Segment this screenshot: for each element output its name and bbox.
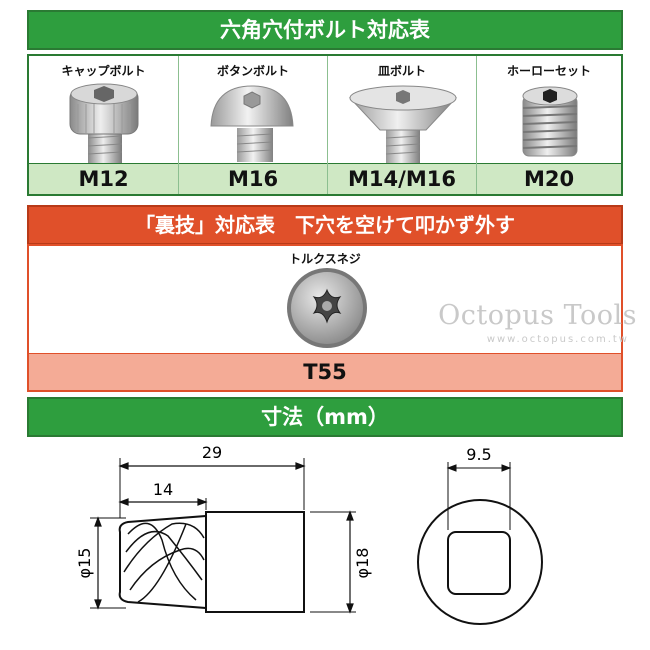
reverse-table-title: 「裏技」対応表 下穴を空けて叩かず外す bbox=[27, 205, 623, 245]
socket-body-outline bbox=[205, 511, 305, 613]
dimensions-title: 寸法（mm） bbox=[27, 397, 623, 437]
cell-name: 皿ボルト bbox=[377, 64, 426, 78]
compat-table-title: 六角穴付ボルト対応表 bbox=[27, 10, 623, 50]
set-screw-icon bbox=[522, 86, 578, 157]
dim-thread-dia: φ15 bbox=[75, 548, 94, 579]
dim-thread-length: 14 bbox=[153, 480, 173, 499]
dimensions-title-text: 寸法（mm） bbox=[261, 405, 389, 429]
torx-name: トルクスネジ bbox=[289, 252, 361, 266]
reverse-table: トルクスネジ Octopus Tools www.octopus.com.tw … bbox=[27, 244, 637, 392]
watermark-brand: Octopus Tools bbox=[438, 300, 637, 331]
cell-name: ホーローセット bbox=[506, 64, 591, 78]
cell-size: M12 bbox=[29, 163, 178, 194]
cell-size: M14/M16 bbox=[328, 163, 476, 194]
spiral-thread-lines bbox=[123, 522, 205, 603]
reverse-title-text: 「裏技」対応表 下穴を空けて叩かず外す bbox=[135, 213, 515, 237]
flat-bolt-icon bbox=[348, 85, 458, 164]
cap-bolt-icon bbox=[69, 83, 139, 164]
cell-size: M20 bbox=[477, 163, 621, 194]
dim-square-drive: 9.5 bbox=[466, 445, 491, 464]
torx-size: T55 bbox=[29, 353, 621, 390]
square-drive-outline bbox=[447, 531, 511, 595]
torx-screw-icon bbox=[287, 268, 367, 348]
compat-cell-button-bolt: ボタンボルト M16 bbox=[179, 56, 328, 194]
cell-name: ボタンボルト bbox=[216, 64, 289, 78]
dim-total-length: 29 bbox=[202, 443, 222, 462]
compat-title-text: 六角穴付ボルト対応表 bbox=[220, 18, 430, 42]
compat-cell-flat-bolt: 皿ボルト M14/M16 bbox=[328, 56, 477, 194]
button-bolt-icon bbox=[210, 85, 294, 162]
compat-cell-cap-bolt: キャップボルト M12 bbox=[29, 56, 179, 194]
compat-cell-set-screw: ホーローセット M20 bbox=[477, 56, 621, 194]
dim-body-dia: φ18 bbox=[353, 548, 372, 579]
dimension-drawing: 29 14 φ15 φ18 9.5 bbox=[75, 443, 543, 625]
cell-name: キャップボルト bbox=[61, 64, 146, 78]
cell-size: M16 bbox=[179, 163, 327, 194]
thread-outline bbox=[118, 514, 207, 610]
compat-table: キャップボルト M12 ボタンボルト bbox=[27, 54, 623, 196]
watermark-url: www.octopus.com.tw bbox=[486, 334, 629, 345]
